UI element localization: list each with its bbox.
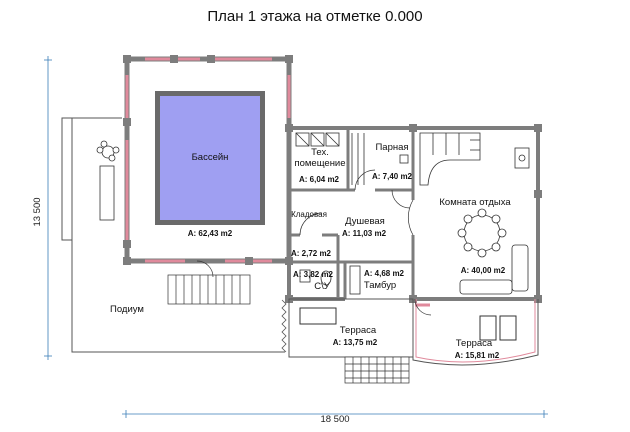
lounge-furniture [96,140,120,221]
vestibule-name: Тамбур [364,280,396,291]
podium-name: Подиум [110,304,144,315]
tech-name-line1: Тех. [311,147,329,158]
lounge-room-furniture [457,147,530,295]
depth-dimension: 13 500 [32,197,43,226]
staircase [419,132,481,186]
sauna-area: A: 7,40 m2 [372,172,413,181]
pool-area: A: 62,43 m2 [188,229,233,238]
terrace-right-name: Терраса [456,338,493,349]
pool-water [160,96,260,220]
wc-name: С\У [314,281,331,292]
terrace-right-area: A: 15,81 m2 [455,351,500,360]
lounge-area: A: 40,00 m2 [461,266,506,275]
tech-equipment [295,132,340,147]
interior-partitions [289,128,415,299]
terrace-outlines [288,298,539,366]
dimension-lines [44,56,548,418]
steps [167,274,410,384]
sauna-name: Парная [375,142,408,153]
door-swings [196,169,432,316]
tech-name-line2: помещение [294,158,345,169]
tech-area: A: 6,04 m2 [299,175,340,184]
deck-strip [61,117,73,241]
storage-name: Кладовая [291,210,327,219]
width-dimension: 18 500 [320,414,349,425]
terrace-railing [281,299,287,353]
lounge-name: Комната отдыха [439,197,511,208]
wc-area: A: 3,82 m2 [293,270,334,279]
plan-title: План 1 этажа на отметке 0.000 [207,8,423,25]
pool-name: Бассейн [192,152,229,163]
sauna-benches [351,133,409,185]
shower-area: A: 11,03 m2 [342,229,387,238]
vestibule-area: A: 4,68 m2 [364,269,405,278]
storage-area: A: 2,72 m2 [291,249,332,258]
terrace-left-name: Терраса [340,325,377,336]
terrace-left-area: A: 13,75 m2 [333,338,378,347]
wc-fixtures [299,265,361,295]
shower-name: Душевая [345,216,385,227]
